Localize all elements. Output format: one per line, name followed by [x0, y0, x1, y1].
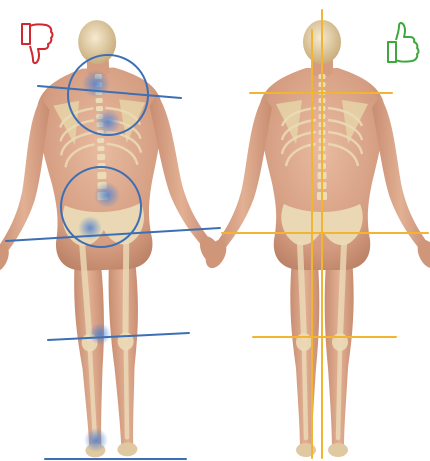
upper-back-pain-point [95, 109, 121, 135]
ankle-pain-point [84, 428, 108, 452]
lower-back-pain-point [94, 182, 120, 208]
neck-pain-point [82, 70, 110, 98]
knee-pain-point [89, 323, 111, 345]
